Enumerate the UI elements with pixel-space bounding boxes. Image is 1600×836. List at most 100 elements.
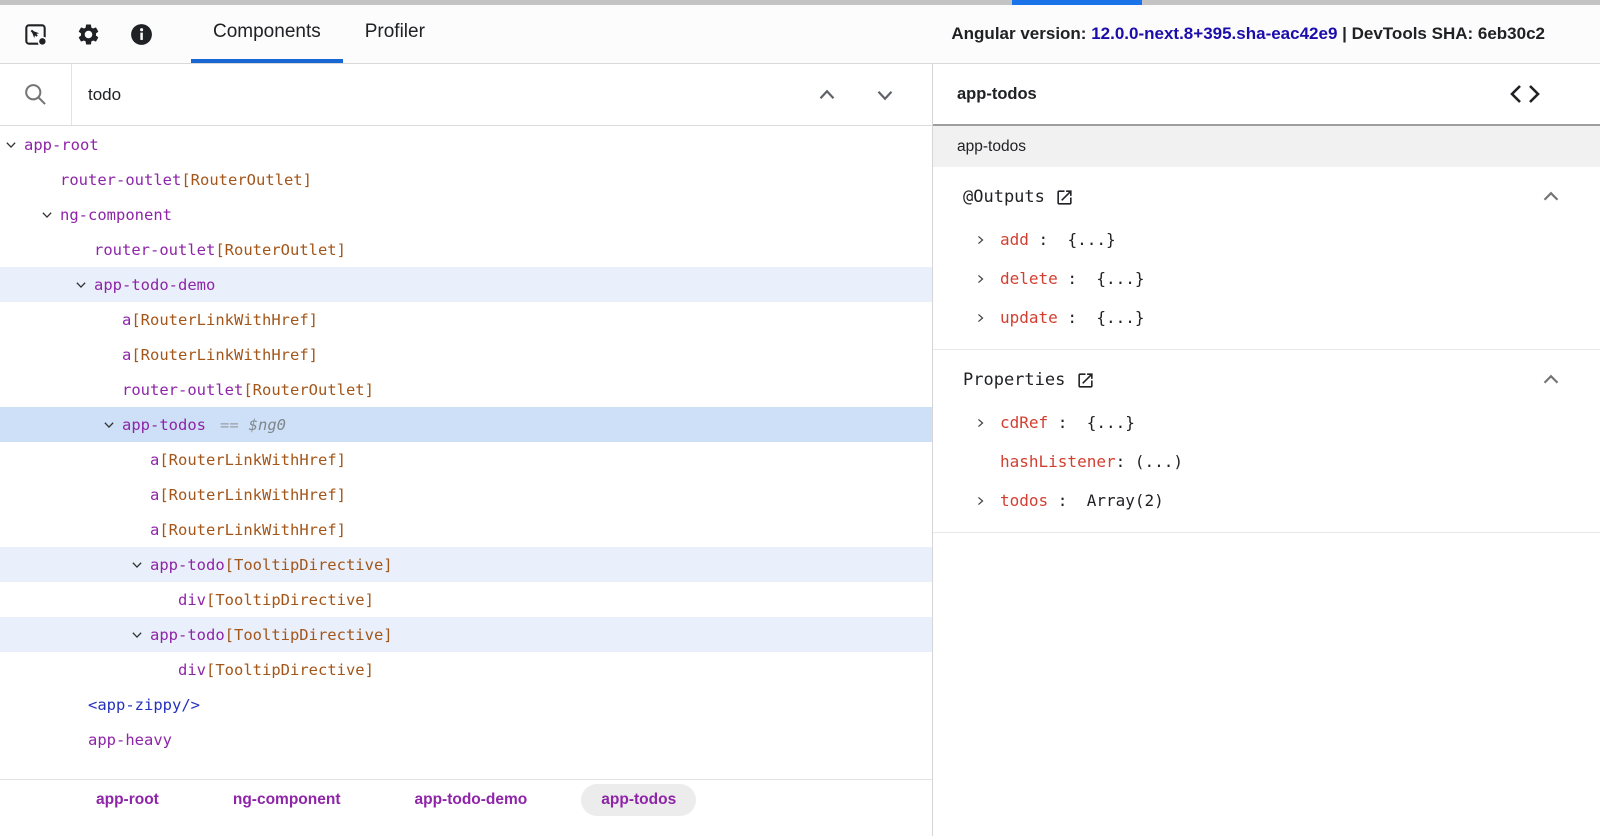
property-key[interactable]: todos xyxy=(1000,491,1049,510)
gear-icon[interactable] xyxy=(75,21,101,47)
main-split: app-rootrouter-outlet[RouterOutlet]ng-co… xyxy=(0,64,1600,836)
property-value: {...} xyxy=(1086,413,1135,432)
property-key[interactable]: add xyxy=(1000,230,1029,249)
node-directive: [RouterLinkWithHref] xyxy=(159,485,346,504)
tree-row[interactable]: app-root xyxy=(0,127,932,162)
tree-row[interactable]: div[TooltipDirective] xyxy=(0,652,932,687)
chevron-right-icon[interactable] xyxy=(975,495,1000,507)
component-tab[interactable]: app-todos xyxy=(933,126,1600,167)
chevron-down-icon[interactable] xyxy=(103,419,122,431)
collapse-section-icon[interactable] xyxy=(1538,184,1564,210)
property-separator: : xyxy=(1115,452,1135,471)
breadcrumb-item-app-todo-demo[interactable]: app-todo-demo xyxy=(414,791,528,808)
version-value-link[interactable]: 12.0.0-next.8+395.sha-eac42e9 xyxy=(1091,24,1338,43)
chevron-down-icon[interactable] xyxy=(75,279,94,291)
tab-components[interactable]: Components xyxy=(191,5,343,63)
node-directive: [RouterLinkWithHref] xyxy=(131,345,318,364)
node-directive: [TooltipDirective] xyxy=(224,555,393,574)
property-key[interactable]: update xyxy=(1000,308,1058,327)
property-key[interactable]: hashListener xyxy=(1000,452,1116,471)
node-tag: app-heavy xyxy=(88,730,172,749)
version-info: Angular version: 12.0.0-next.8+395.sha-e… xyxy=(951,5,1600,63)
node-tag: app-root xyxy=(24,135,99,154)
tree-row[interactable]: ng-component xyxy=(0,197,932,232)
node-tag: app-todos xyxy=(122,415,206,434)
selected-component-title: app-todos xyxy=(957,84,1037,103)
breadcrumb-item-ng-component[interactable]: ng-component xyxy=(232,791,341,808)
chevron-down-icon[interactable] xyxy=(41,209,60,221)
tree-row[interactable]: app-todo-demo xyxy=(0,267,932,302)
node-directive: [RouterOutlet] xyxy=(181,170,312,189)
tree-row[interactable]: a[RouterLinkWithHref] xyxy=(0,512,932,547)
toolbar-icons xyxy=(0,5,181,63)
section-header: Properties xyxy=(933,367,1600,393)
tree-row[interactable]: a[RouterLinkWithHref] xyxy=(0,442,932,477)
code-icon[interactable] xyxy=(1505,79,1545,109)
chevron-right-icon[interactable] xyxy=(975,273,1000,285)
open-in-new-icon[interactable] xyxy=(1074,369,1096,391)
tree-row[interactable]: router-outlet[RouterOutlet] xyxy=(0,232,932,267)
chevron-right-icon[interactable] xyxy=(975,417,1000,429)
property-separator: : xyxy=(1028,230,1068,249)
node-directive: [RouterOutlet] xyxy=(215,240,346,259)
chevron-right-icon[interactable] xyxy=(975,234,1000,246)
previous-match-button[interactable] xyxy=(814,82,840,108)
info-icon[interactable] xyxy=(128,21,154,47)
chevron-down-icon[interactable] xyxy=(131,559,150,571)
property-separator: : xyxy=(1057,269,1097,288)
devtools-toolbar: Components Profiler Angular version: 12.0… xyxy=(0,5,1600,64)
search-nav xyxy=(814,64,932,125)
tree-row[interactable]: app-heavy xyxy=(0,722,932,757)
tree-row[interactable]: div[TooltipDirective] xyxy=(0,582,932,617)
property-rows: add : {...}delete : {...}update : {...} xyxy=(933,220,1600,337)
node-tag: router-outlet xyxy=(122,380,244,399)
open-in-new-icon[interactable] xyxy=(1054,186,1076,208)
tab-profiler[interactable]: Profiler xyxy=(364,21,425,42)
property-separator: : xyxy=(1048,413,1087,432)
property-row[interactable]: todos : Array(2) xyxy=(933,481,1600,520)
property-row[interactable]: update : {...} xyxy=(933,298,1600,337)
node-tag: app-todo xyxy=(150,625,225,644)
node-directive: [TooltipDirective] xyxy=(206,590,374,609)
properties-panel-header: app-todos xyxy=(933,64,1600,126)
property-value: {...} xyxy=(1096,269,1145,288)
chevron-down-icon[interactable] xyxy=(5,139,24,151)
node-directive: [TooltipDirective] xyxy=(224,625,393,644)
node-tag: app-todo xyxy=(150,555,225,574)
node-directive: [RouterLinkWithHref] xyxy=(159,520,346,539)
chevron-down-icon[interactable] xyxy=(131,629,150,641)
section-title: Properties xyxy=(963,370,1066,390)
tree-row[interactable]: a[RouterLinkWithHref] xyxy=(0,337,932,372)
property-key[interactable]: cdRef xyxy=(1000,413,1049,432)
breadcrumb: app-root ng-component app-todo-demo app-tod… xyxy=(0,779,932,820)
top-scroll-strip xyxy=(0,0,1600,5)
node-directive: [RouterOutlet] xyxy=(243,380,374,399)
search-input[interactable] xyxy=(72,64,814,125)
tree-row[interactable]: router-outlet[RouterOutlet] xyxy=(0,162,932,197)
tree-row[interactable]: app-todo[TooltipDirective] xyxy=(0,547,932,582)
breadcrumb-item-app-todos[interactable]: app-todos xyxy=(581,784,697,816)
collapse-section-icon[interactable] xyxy=(1538,367,1564,393)
property-key[interactable]: delete xyxy=(1000,269,1058,288)
chevron-right-icon[interactable] xyxy=(975,312,1000,324)
property-row[interactable]: hashListener: (...) xyxy=(933,442,1600,481)
property-value: {...} xyxy=(1067,230,1116,249)
property-row[interactable]: cdRef : {...} xyxy=(933,403,1600,442)
tree-row[interactable]: a[RouterLinkWithHref] xyxy=(0,302,932,337)
tree-row[interactable]: app-todo[TooltipDirective] xyxy=(0,617,932,652)
property-row[interactable]: add : {...} xyxy=(933,220,1600,259)
node-tag: app-todo-demo xyxy=(94,275,216,294)
tree-row[interactable]: <app-zippy/> xyxy=(0,687,932,722)
tree-row[interactable]: a[RouterLinkWithHref] xyxy=(0,477,932,512)
next-match-button[interactable] xyxy=(872,82,898,108)
tree-row[interactable]: app-todos==$ng0 xyxy=(0,407,932,442)
tree-row[interactable]: router-outlet[RouterOutlet] xyxy=(0,372,932,407)
inspect-element-icon[interactable] xyxy=(22,21,48,47)
section-title: @Outputs xyxy=(963,187,1045,207)
breadcrumb-item-app-root[interactable]: app-root xyxy=(96,791,159,808)
property-row[interactable]: delete : {...} xyxy=(933,259,1600,298)
